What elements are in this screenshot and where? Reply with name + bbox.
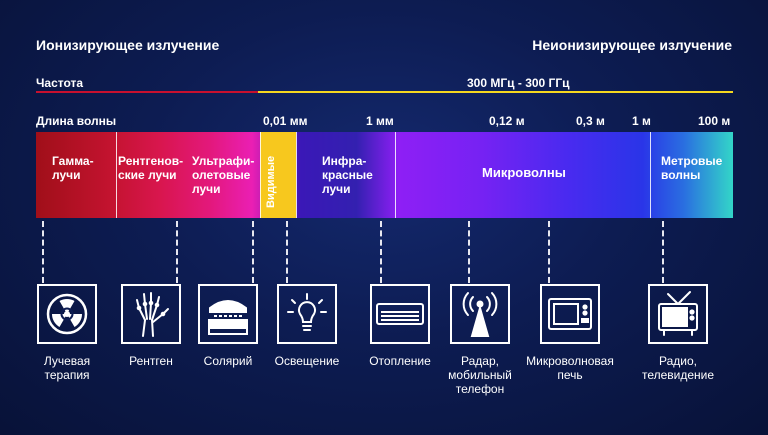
application-label: Рентген: [129, 354, 173, 368]
connector-line: [662, 221, 664, 283]
connector-line: [42, 221, 44, 283]
band-divider: [260, 132, 261, 218]
connector-line: [252, 221, 254, 283]
wavelength-tick: 0,3 м: [576, 114, 605, 128]
application-label: Отопление: [369, 354, 431, 368]
radar-antenna-icon: [450, 284, 510, 344]
microwave-oven-icon: [540, 284, 600, 344]
wavelength-tick: 0,01 мм: [263, 114, 308, 128]
band-xray: Рентгенов- ские лучи: [118, 154, 184, 182]
xray-hand-icon: [121, 284, 181, 344]
band-meter: Метровые волны: [661, 154, 723, 182]
band-divider: [116, 132, 117, 218]
connector-line: [548, 221, 550, 283]
visible-band-segment: [260, 132, 296, 218]
frequency-label: Частота: [36, 76, 84, 90]
connector-line: [176, 221, 178, 283]
non-ionizing-header: Неионизирующее излучение: [532, 37, 732, 53]
light-bulb-icon: [277, 284, 337, 344]
application-label: Радар, мобильный телефон: [448, 354, 512, 396]
application-label: Микроволновая печь: [526, 354, 614, 382]
band-divider: [296, 132, 297, 218]
ionizing-frequency-line: [36, 91, 258, 93]
application-label: Освещение: [274, 354, 340, 368]
band-visible: Видимые: [265, 155, 277, 208]
wavelength-tick: 100 м: [698, 114, 731, 128]
heater-icon: [370, 284, 430, 344]
tv-icon: [648, 284, 708, 344]
band-infrared: Инфра- красные лучи: [322, 154, 373, 196]
band-microwave: Микроволны: [482, 165, 566, 180]
wavelength-tick: 1 мм: [366, 114, 394, 128]
ionizing-header: Ионизирующее излучение: [36, 37, 220, 53]
frequency-range: 300 МГц - 300 ГГц: [467, 76, 570, 90]
spectrum-bar: Гамма- лучи Рентгенов- ские лучи Ультраф…: [36, 132, 733, 218]
band-divider: [395, 132, 396, 218]
connector-line: [468, 221, 470, 283]
radiation-icon: [37, 284, 97, 344]
application-label: Радио, телевидение: [641, 354, 715, 382]
wavelength-label: Длина волны: [36, 114, 117, 128]
non-ionizing-frequency-line: [258, 91, 733, 93]
application-label: Солярий: [203, 354, 253, 368]
application-label: Лучевая терапия: [43, 354, 91, 382]
band-uv: Ультрафи- олетовые лучи: [192, 154, 255, 196]
wavelength-tick: 1 м: [632, 114, 651, 128]
wavelength-tick: 0,12 м: [489, 114, 525, 128]
connector-line: [286, 221, 288, 283]
connector-line: [380, 221, 382, 283]
band-gamma: Гамма- лучи: [52, 154, 94, 182]
tanning-bed-icon: [198, 284, 258, 344]
band-divider: [650, 132, 651, 218]
